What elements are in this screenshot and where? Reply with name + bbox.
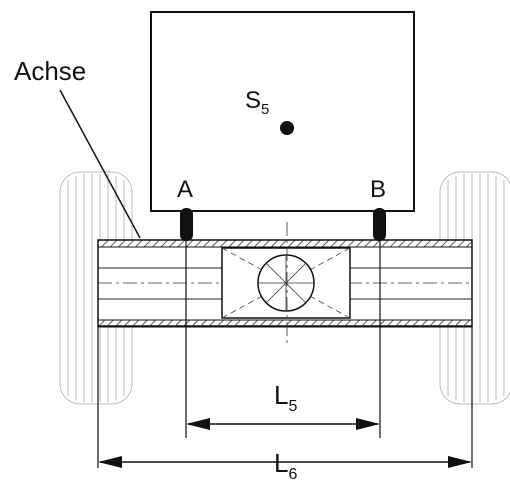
- center-of-gravity-label: S5: [245, 87, 269, 118]
- dimension-l5: [186, 418, 380, 430]
- point-a-label: A: [177, 176, 193, 203]
- dimension-l5-label: L5: [274, 380, 297, 415]
- left-wheel: [59, 171, 133, 405]
- dimension-l6: [98, 456, 472, 468]
- extension-lines: [97, 241, 473, 468]
- point-b-label: B: [370, 176, 386, 203]
- vehicle-body: [150, 11, 415, 212]
- center-of-gravity-dot: [280, 121, 294, 135]
- axle-label: Achse: [14, 56, 86, 86]
- mount-a: [180, 208, 193, 241]
- mount-b: [373, 208, 386, 241]
- differential: [221, 247, 351, 319]
- axle-leader-line: [59, 89, 141, 239]
- dimension-l6-label: L6: [274, 448, 297, 483]
